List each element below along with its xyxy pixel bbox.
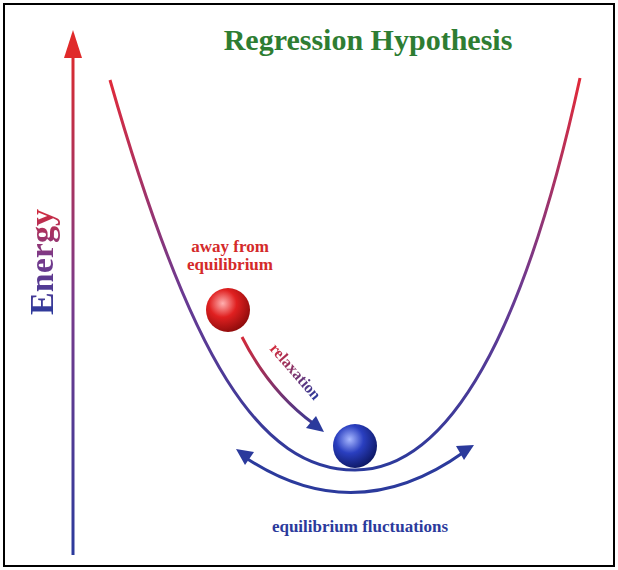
process-label: relaxation xyxy=(266,340,324,403)
frame xyxy=(4,4,614,566)
fluctuation-arrow xyxy=(246,452,464,493)
axis-arrowhead xyxy=(64,30,82,58)
axis-label: Energy xyxy=(24,209,60,315)
nonequilibrium-ball xyxy=(206,288,250,332)
equilibrium-ball xyxy=(333,424,377,468)
state-label: equilibrium fluctuations xyxy=(272,518,448,536)
state-label: away from equilibrium xyxy=(174,238,286,274)
title: Regression Hypothesis xyxy=(224,24,513,56)
energy-axis xyxy=(72,56,75,555)
fluctuation-arrowhead xyxy=(456,445,474,460)
relaxation-arrowhead xyxy=(306,416,324,432)
fluctuation-arrowhead xyxy=(236,449,254,465)
energy-well xyxy=(110,78,580,470)
